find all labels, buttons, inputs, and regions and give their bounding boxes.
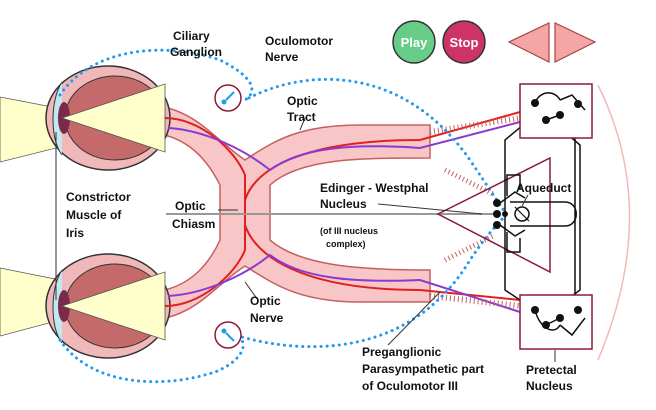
label-constrictor-2: Muscle of (66, 208, 122, 222)
label-aqueduct: Aqueduct (516, 181, 571, 195)
label-optic-tract-1: Optic (287, 94, 318, 108)
pretectal-nucleus-top (519, 83, 593, 139)
label-oculomotor-nerve-2: Nerve (265, 50, 299, 64)
next-arrow-button[interactable] (554, 22, 597, 63)
purple-fiber-top (167, 121, 521, 172)
edinger-westphal-nucleus (436, 156, 551, 274)
pretectal-connections (504, 114, 581, 311)
pretectal-nucleus-bottom (519, 294, 593, 350)
label-pretectal-2: Nucleus (526, 379, 573, 393)
label-optic-tract-2: Tract (287, 110, 316, 124)
label-preganglionic-2: Parasympathetic part (362, 362, 484, 376)
aqueduct-pointer (521, 194, 529, 207)
stop-button[interactable]: Stop (442, 20, 486, 64)
label-edinger-4: complex) (326, 239, 366, 249)
hatch-mid-bottom (443, 232, 497, 263)
label-edinger-1: Edinger - Westphal (320, 181, 428, 195)
label-optic-nerve-1: Optic (250, 294, 281, 308)
ciliary-ganglion-top (214, 84, 242, 112)
label-pretectal-1: Pretectal (526, 363, 577, 377)
ciliary-ganglion-bottom (214, 321, 242, 349)
optic-tract-pointer (299, 117, 306, 131)
previous-arrow-button[interactable] (507, 22, 550, 63)
preganglionic-pointer (387, 291, 441, 346)
label-optic-chiasm-1: Optic (175, 199, 206, 213)
play-button-label: Play (401, 35, 429, 50)
optic-pathway (149, 104, 431, 321)
label-preganglionic-1: Preganglionic (362, 345, 442, 359)
label-edinger-2: Nucleus (320, 197, 367, 211)
red-fiber-top (164, 117, 521, 301)
play-button[interactable]: Play (392, 20, 436, 64)
label-oculomotor-nerve-1: Oculomotor (265, 34, 333, 48)
red-fiber-bottom (164, 111, 521, 307)
label-constrictor-1: Constrictor (66, 190, 131, 204)
label-constrictor-3: Iris (66, 226, 84, 240)
fibers (164, 111, 521, 313)
constrictor-label-bg (62, 186, 150, 242)
edinger-pointer (377, 203, 483, 215)
parasympathetic-paths (58, 48, 507, 384)
purple-fiber-bottom (167, 253, 521, 313)
hatch-mid-top (443, 167, 497, 198)
stop-button-label: Stop (450, 35, 479, 50)
label-optic-chiasm-2: Chiasm (172, 217, 215, 231)
optic-nerve-pointer (244, 281, 259, 301)
label-preganglionic-3: of Oculomotor III (362, 379, 458, 393)
brainstem-outline (597, 84, 631, 361)
aqueduct-structure (510, 201, 577, 227)
label-edinger-3: (of III nucleus (320, 226, 378, 236)
blue-path-top (58, 48, 507, 214)
label-ciliary-ganglion-2: Ganglion (170, 45, 222, 59)
label-optic-nerve-2: Nerve (250, 311, 284, 325)
label-ciliary-ganglion-1: Ciliary (173, 29, 210, 43)
